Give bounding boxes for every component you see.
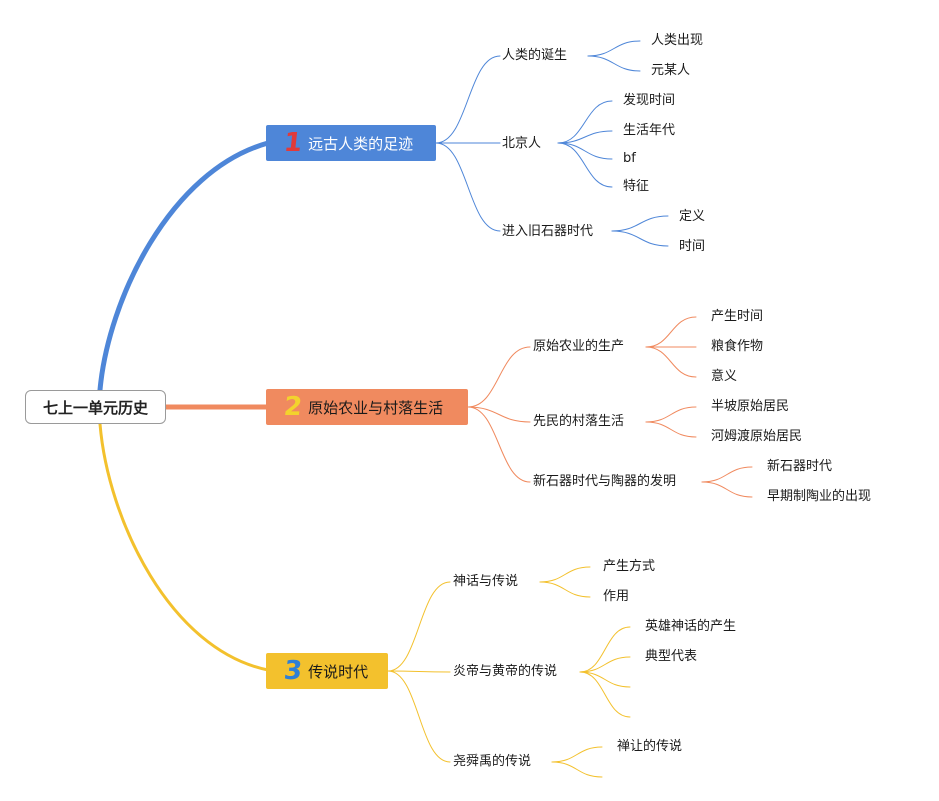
leaf-line xyxy=(579,656,631,673)
leaf-node[interactable]: 英雄神话的产生 xyxy=(645,619,737,634)
topic-node[interactable]: 原始农业的生产 xyxy=(533,339,625,354)
topic-line xyxy=(467,406,531,423)
leaf-node[interactable]: 意义 xyxy=(711,369,738,384)
leaf-node[interactable]: 定义 xyxy=(679,209,706,224)
leaf-node[interactable]: 产生方式 xyxy=(603,559,656,574)
leaf-node[interactable]: 元某人 xyxy=(651,63,691,78)
branch-node-1[interactable]: 1 远古人类的足迹 xyxy=(266,125,436,161)
leaf-line xyxy=(645,406,697,423)
leaf-line xyxy=(611,215,669,232)
leaf-line xyxy=(557,142,613,188)
leaf-line xyxy=(539,566,591,583)
branch-node-3[interactable]: 3 传说时代 xyxy=(266,653,388,689)
topic-line xyxy=(387,581,451,672)
leaf-line xyxy=(551,761,603,778)
leaf-node[interactable]: 作用 xyxy=(603,589,630,604)
topic-node[interactable]: 神话与传说 xyxy=(453,574,519,589)
branch-number-3: 3 xyxy=(282,656,304,686)
topic-node[interactable]: 北京人 xyxy=(502,136,542,151)
leaf-node[interactable]: bf xyxy=(623,151,636,166)
leaf-node[interactable]: 粮食作物 xyxy=(711,339,764,354)
leaf-node[interactable]: 人类出现 xyxy=(651,33,704,48)
leaf-node[interactable]: 发现时间 xyxy=(623,93,676,108)
leaf-line xyxy=(557,130,613,144)
leaf-line xyxy=(645,316,697,348)
leaf-node[interactable]: 新石器时代 xyxy=(767,459,833,474)
leaf-node[interactable]: 特征 xyxy=(623,179,650,194)
leaf-node[interactable]: 禅让的传说 xyxy=(617,739,683,754)
leaf-line xyxy=(645,346,697,378)
leaf-line xyxy=(587,55,641,72)
leaf-line xyxy=(701,466,753,483)
topic-node[interactable]: 炎帝与黄帝的传说 xyxy=(453,664,558,679)
leaf-node[interactable]: 典型代表 xyxy=(645,649,698,664)
topic-line xyxy=(467,346,531,408)
topic-line xyxy=(435,142,501,232)
leaf-line xyxy=(701,481,753,498)
topic-line xyxy=(467,406,531,483)
branch-label-3: 传说时代 xyxy=(308,662,369,681)
root-branch-line xyxy=(98,422,270,672)
leaf-line xyxy=(611,230,669,247)
branch-node-2[interactable]: 2 原始农业与村落生活 xyxy=(266,389,468,425)
leaf-line xyxy=(557,142,613,160)
branch-label-2: 原始农业与村落生活 xyxy=(308,398,444,417)
topic-node[interactable]: 人类的诞生 xyxy=(502,48,568,63)
topic-line xyxy=(435,55,501,144)
branch-number-2: 2 xyxy=(282,392,304,422)
topic-node[interactable]: 新石器时代与陶器的发明 xyxy=(533,474,677,489)
leaf-line xyxy=(551,746,603,763)
leaf-node[interactable]: 时间 xyxy=(679,239,706,254)
leaf-line xyxy=(579,671,631,718)
topic-line xyxy=(387,670,451,763)
leaf-line xyxy=(579,671,631,688)
leaf-node[interactable]: 半坡原始居民 xyxy=(711,399,790,414)
leaf-line xyxy=(587,40,641,57)
leaf-line xyxy=(539,581,591,598)
root-branch-line xyxy=(97,140,271,393)
leaf-line xyxy=(579,626,631,673)
branch-label-1: 远古人类的足迹 xyxy=(308,134,414,153)
leaf-node[interactable]: 河姆渡原始居民 xyxy=(711,429,803,444)
topic-line xyxy=(387,670,451,673)
root-node[interactable]: 七上一单元历史 xyxy=(25,390,166,424)
leaf-node[interactable]: 生活年代 xyxy=(623,123,676,138)
topic-node[interactable]: 尧舜禹的传说 xyxy=(453,754,532,769)
topic-node[interactable]: 先民的村落生活 xyxy=(533,414,625,429)
leaf-node[interactable]: 早期制陶业的出现 xyxy=(767,489,872,504)
leaf-line xyxy=(557,100,613,144)
topic-node[interactable]: 进入旧石器时代 xyxy=(502,224,594,239)
branch-number-1: 1 xyxy=(282,128,304,158)
leaf-node[interactable]: 产生时间 xyxy=(711,309,764,324)
leaf-line xyxy=(645,421,697,438)
